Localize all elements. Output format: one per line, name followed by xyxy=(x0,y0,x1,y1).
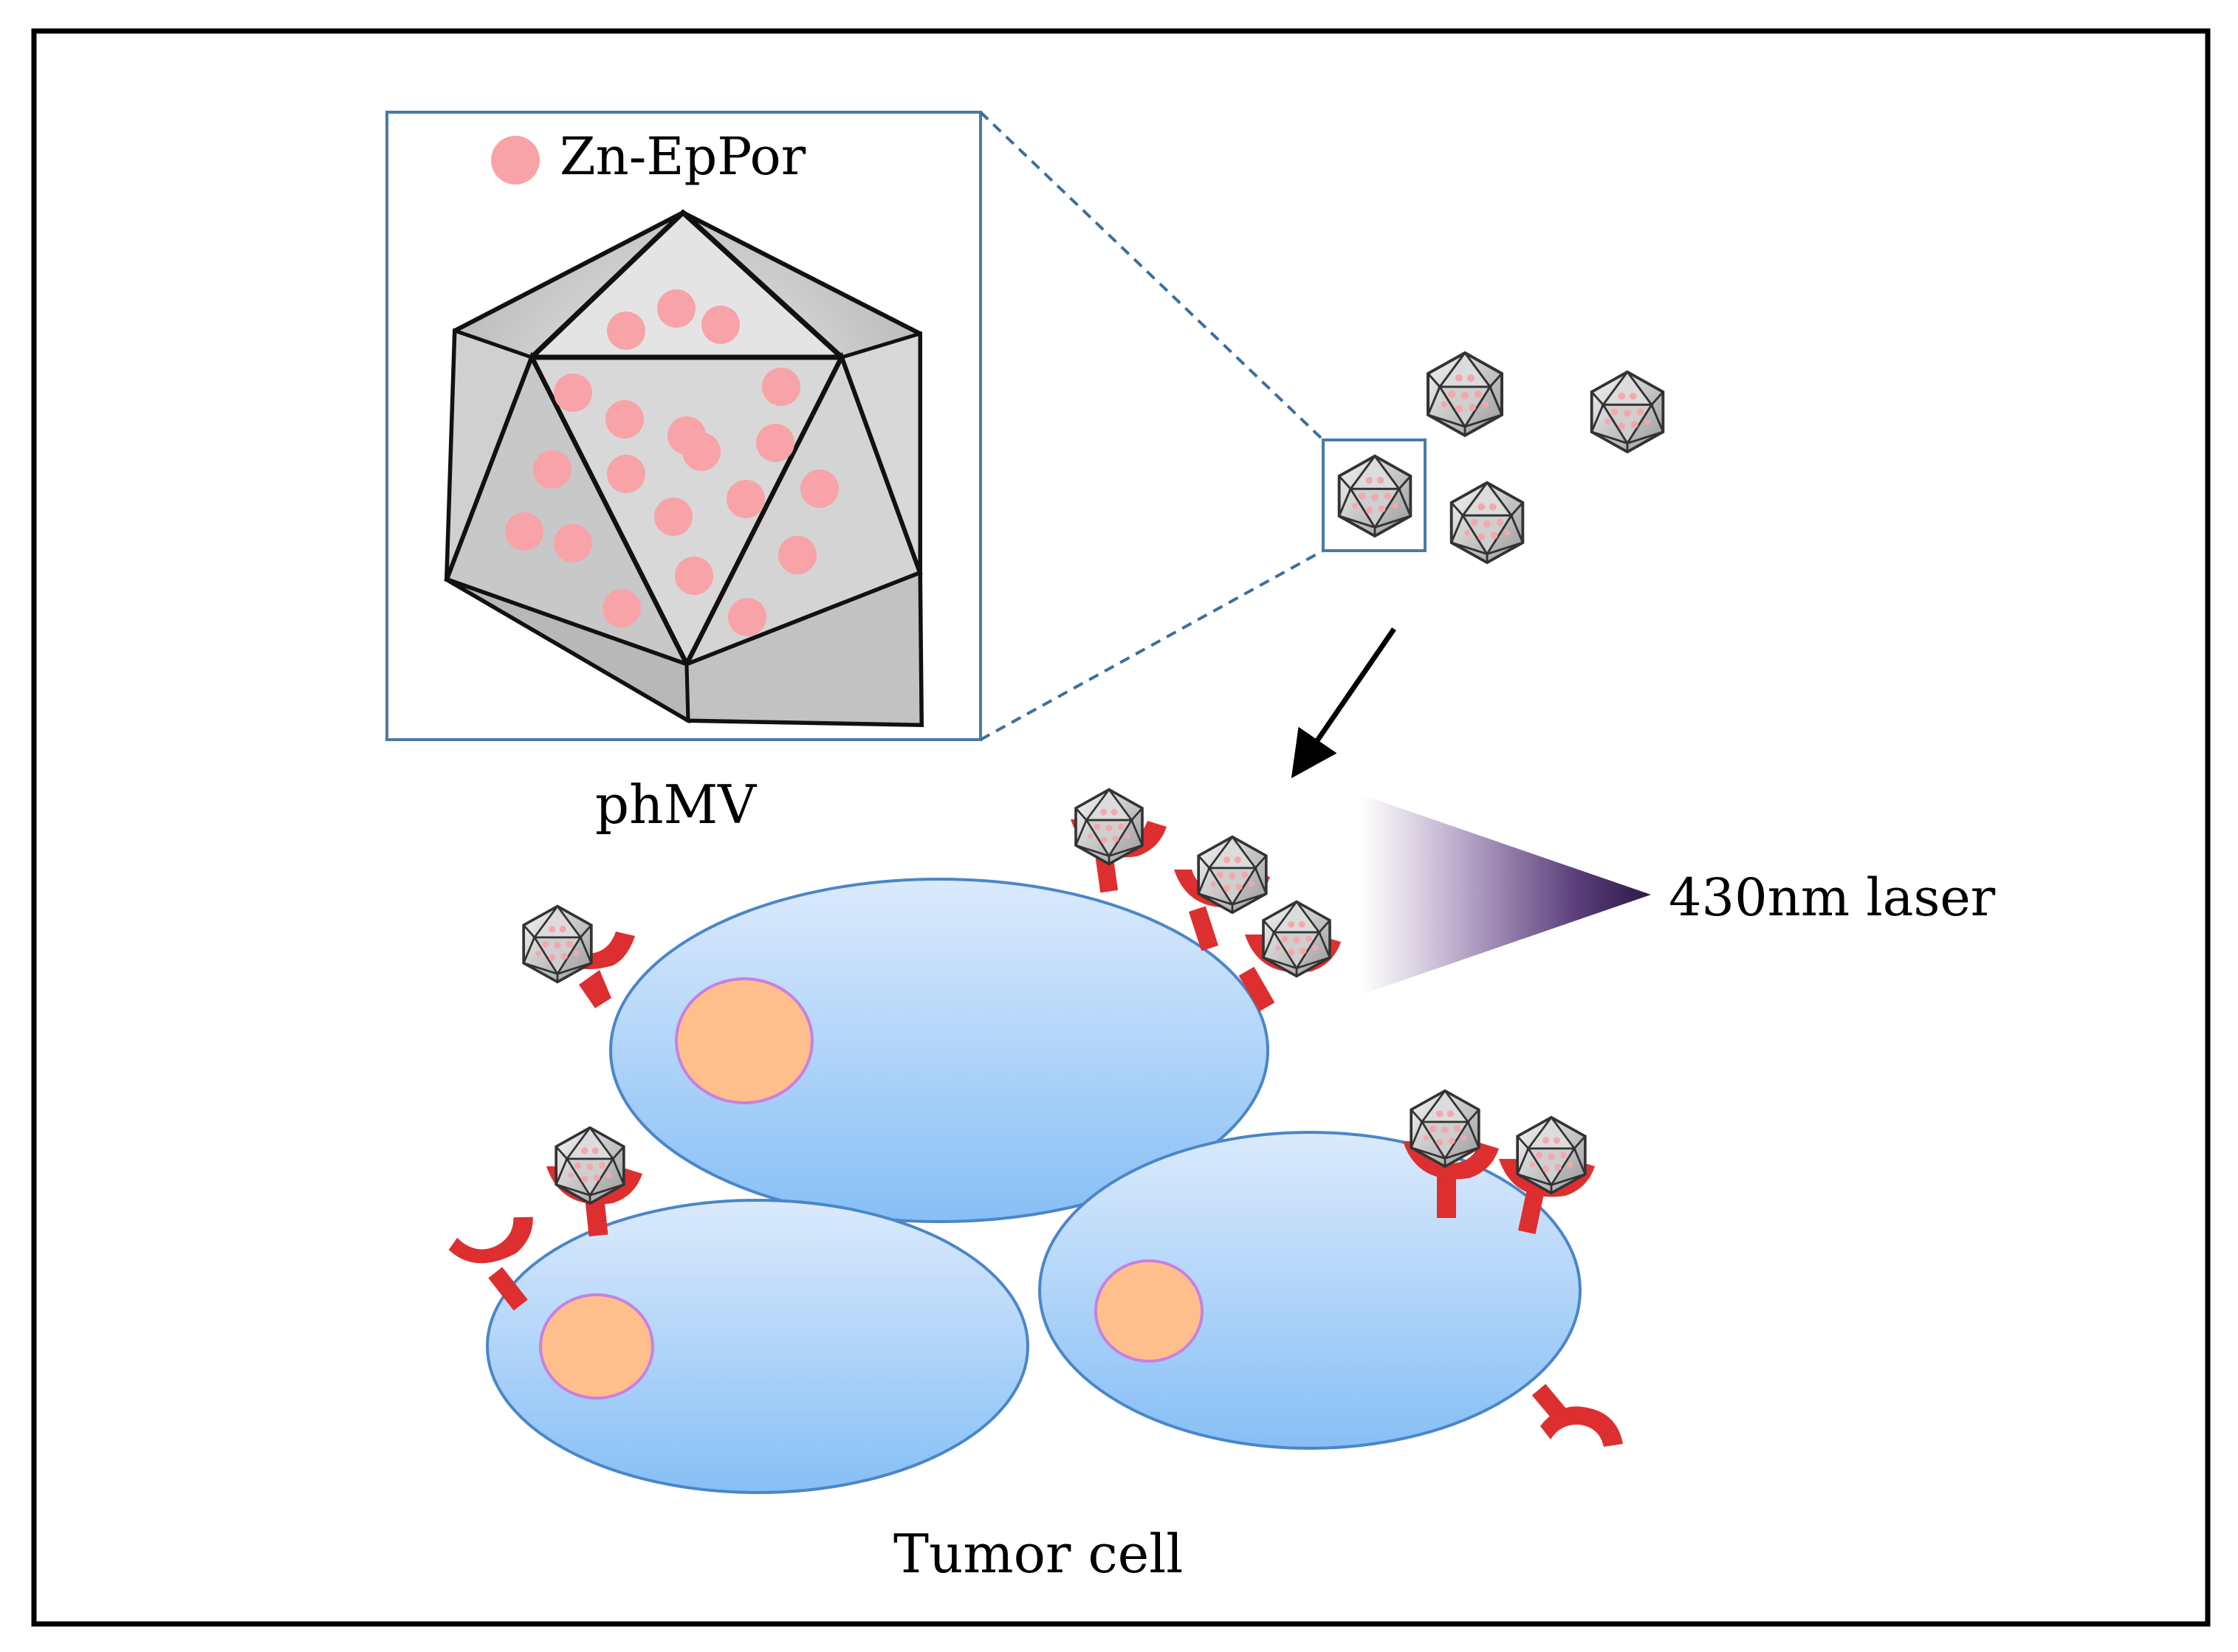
zoom-line-bottom xyxy=(980,549,1324,741)
tumor-cell-bottom-left xyxy=(486,1199,1029,1494)
porphyrin-dots xyxy=(505,289,839,636)
tumor-cell-bottom-right xyxy=(1038,1131,1582,1450)
free-particle-4 xyxy=(1449,481,1525,565)
receptor xyxy=(579,970,611,1008)
phmv-label: phMV xyxy=(595,774,758,836)
nucleus xyxy=(539,1293,654,1400)
large-icosahedron xyxy=(444,209,924,728)
tumor-cell-label: Tumor cell xyxy=(893,1523,1183,1585)
nucleus xyxy=(1094,1259,1204,1363)
legend-label: Zn-EpPor xyxy=(560,126,806,187)
figure-frame xyxy=(31,28,2211,1627)
zoom-line-top xyxy=(979,111,1325,441)
legend-dot-icon xyxy=(491,136,540,185)
free-particle-3 xyxy=(1590,370,1665,454)
free-particle-2 xyxy=(1427,351,1503,437)
tumor-cell-top xyxy=(609,878,1269,1223)
binding-arrow xyxy=(1291,627,1396,779)
laser-label: 430nm laser xyxy=(1669,867,1996,928)
receptor-group xyxy=(448,788,1623,1447)
nucleus xyxy=(675,977,814,1104)
laser-beam xyxy=(1360,794,1651,995)
